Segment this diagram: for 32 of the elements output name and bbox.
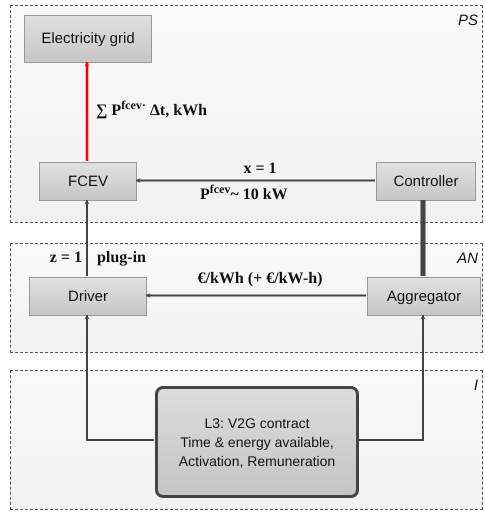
arrow	[84, 62, 90, 161]
layer-label: I	[474, 376, 478, 396]
edge-label: ∑ P$^{fcev·}$ Δt, kWh	[96, 102, 208, 120]
process-box	[367, 277, 481, 316]
layer-panel	[10, 370, 483, 510]
box-label: Aggregator	[386, 288, 462, 306]
box-text: Time & energy available, Activation, Remuneration	[178, 432, 336, 470]
box-title: L3: V2G contract	[203, 414, 311, 432]
box-label: FCEV	[68, 172, 108, 190]
annotation-text: plug-in	[97, 249, 146, 267]
process-box	[24, 15, 152, 63]
layer-panel	[10, 243, 483, 353]
layer-label: PS	[458, 11, 478, 31]
layer-label: AN	[457, 249, 478, 269]
arrow	[146, 293, 366, 298]
process-box	[39, 162, 137, 201]
contract-box	[155, 386, 359, 498]
arrow	[420, 200, 426, 276]
edge-label: z = 1	[48, 249, 82, 267]
process-box	[29, 277, 147, 316]
annotation-text: P$^{fcev}$~ 10 kW	[200, 186, 288, 204]
arrow	[84, 314, 154, 441]
arrow	[136, 178, 375, 183]
arrow	[358, 314, 426, 441]
box-label: Electricity grid	[41, 30, 135, 48]
process-box	[376, 162, 476, 201]
layer-panel	[10, 5, 483, 223]
box-label: Controller	[393, 172, 459, 190]
arrow	[84, 200, 90, 276]
box-label: Driver	[68, 288, 108, 306]
edge-label: x = 1	[242, 160, 278, 178]
edge-label: €/kWh (+ €/kW-h)	[196, 270, 324, 288]
